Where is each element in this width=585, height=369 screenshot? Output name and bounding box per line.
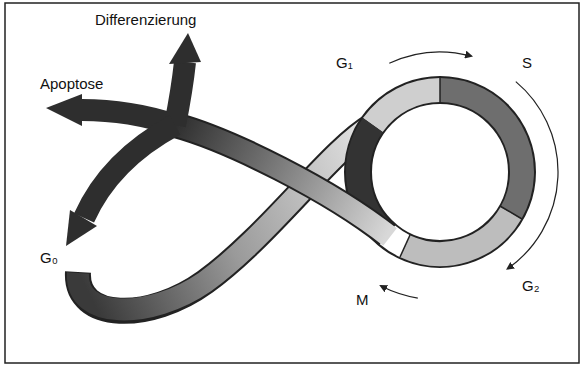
phase-label: G₂ [522, 278, 540, 295]
phase-label: Apoptose [40, 76, 103, 93]
phase-label: M [356, 292, 369, 309]
arrowhead [66, 210, 97, 246]
g0-branch [84, 125, 175, 218]
phase-label: G₁ [336, 55, 353, 72]
segment-divider [439, 77, 441, 103]
phase-label: Differenzierung [95, 12, 196, 29]
s-segment [440, 90, 522, 213]
phase-label: S [522, 55, 532, 72]
direction-arrow [381, 286, 418, 298]
phase-label: G₀ [40, 250, 58, 267]
segment-divider [500, 206, 522, 219]
differentiation-branch [175, 62, 185, 125]
frame [5, 3, 579, 363]
exit-band [175, 125, 390, 237]
arrowhead [169, 33, 201, 64]
g2-segment [405, 213, 511, 254]
segment-divider [400, 235, 410, 257]
direction-arrow [389, 52, 471, 63]
arrowhead [46, 94, 82, 126]
g1-segment [373, 90, 440, 125]
direction-arrow [508, 82, 558, 269]
